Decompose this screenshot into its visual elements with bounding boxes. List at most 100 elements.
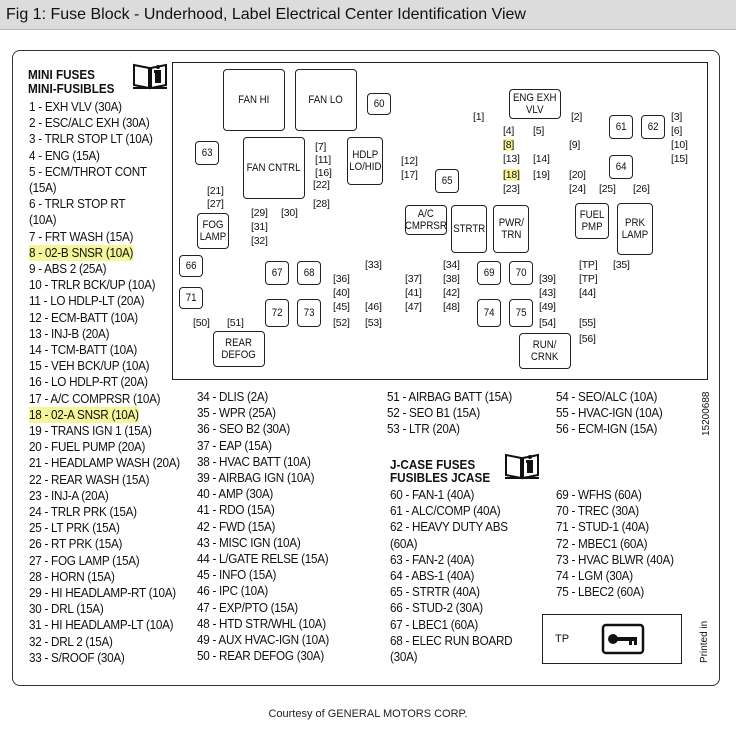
slot-number: 2 — [573, 111, 580, 123]
slot-bracket-left: [ — [579, 333, 582, 345]
slot-bracket-left: [ — [539, 273, 542, 285]
slot-number: 50 — [195, 317, 207, 329]
mini-fuse-slot-m55: [55] — [579, 317, 596, 329]
slot-number: 51 — [229, 317, 241, 329]
mini-fuse-slot-m5: [5] — [533, 125, 544, 137]
slot-number: 9 — [571, 139, 578, 151]
fuse-list-item: 27 - FOG LAMP (15A) — [29, 552, 140, 568]
fuse-61: 61 — [609, 115, 633, 139]
slot-bracket-left: [ — [539, 287, 542, 299]
slot-number: 18 — [505, 169, 517, 181]
eng-exh-vlv-relay: ENG EXH VLV — [509, 89, 561, 119]
fuse-list-item: 65 - STRTR (40A) — [390, 584, 480, 600]
slot-number: 26 — [635, 183, 647, 195]
fuse-list-item: 56 - ECM-IGN (15A) — [556, 421, 658, 437]
fuse-list-item: 21 - HEADLAMP WASH (20A) — [29, 455, 180, 471]
run-crnk-relay: RUN/ CRNK — [519, 333, 571, 369]
mini-fuse-slot-m52: [52] — [333, 317, 350, 329]
fuse-74: 74 — [477, 299, 501, 327]
slot-number: 46 — [367, 301, 379, 313]
slot-bracket-right: ] — [419, 273, 422, 285]
slot-bracket-left: [ — [251, 207, 254, 219]
mini-fuse-slot-m25: [25] — [599, 183, 616, 195]
fuse-list-item: 30 - DRL (15A) — [29, 601, 104, 617]
slot-bracket-left: [ — [533, 153, 536, 165]
slot-bracket-left: [ — [207, 198, 210, 210]
slot-number: 8 — [505, 139, 512, 151]
mini-fuse-slot-m44: [44] — [579, 287, 596, 299]
slot-bracket-right: ] — [553, 301, 556, 313]
fuse-64: 64 — [609, 155, 633, 179]
slot-bracket-right: ] — [265, 207, 268, 219]
fuse-list-item: 14 - TCM-BATT (10A) — [29, 342, 137, 357]
mini-fuse-slot-m26: [26] — [633, 183, 650, 195]
fuse-list-item: 16 - LO HDLP-RT (20A) — [29, 374, 148, 390]
slot-bracket-right: ] — [547, 153, 550, 165]
slot-number: 19 — [535, 169, 547, 181]
fuse-list-item: 75 - LBEC2 (60A) — [556, 584, 645, 600]
slot-bracket-right: ] — [419, 287, 422, 299]
slot-bracket-right: ] — [593, 317, 596, 329]
slot-bracket-left: [ — [671, 111, 674, 123]
slot-bracket-right: ] — [221, 198, 224, 210]
fuse-list-item: 50 - REAR DEFOG (30A) — [197, 648, 324, 664]
fuse-list-item: 70 - TREC (30A) — [556, 503, 639, 519]
fuse-list-item: 64 - ABS-1 (40A) — [390, 568, 475, 583]
slot-bracket-left: [ — [633, 183, 636, 195]
slot-bracket-right: ] — [457, 301, 460, 313]
manual-book-icon-jcase — [505, 453, 539, 480]
fuse-list-item: 60 - FAN-1 (40A) — [390, 487, 475, 502]
slot-bracket-right: ] — [379, 259, 382, 271]
mini-fuse-slot-m50: [50] — [193, 317, 210, 329]
slot-bracket-right: ] — [328, 154, 331, 166]
fuse-list-item: 10 - TRLR BCK/UP (10A) — [29, 277, 156, 293]
slot-bracket-right: ] — [517, 183, 520, 195]
slot-bracket-right: ] — [221, 185, 224, 197]
fuse-list-item: 1 - EXH VLV (30A) — [29, 99, 122, 114]
mini-fuse-slot-m4: [4] — [503, 125, 514, 137]
slot-bracket-right: ] — [553, 273, 556, 285]
mini-fuse-slot-m21: [21] — [207, 185, 224, 197]
slot-bracket-right: ] — [613, 183, 616, 195]
slot-number: TP — [581, 259, 595, 271]
slot-bracket-right: ] — [679, 111, 683, 123]
slot-bracket-right: ] — [517, 153, 520, 165]
mini-fuse-slot-m49: [49] — [539, 301, 556, 313]
fuse-71: 71 — [179, 287, 203, 309]
fuse-list-item: 37 - EAP (15A) — [197, 437, 272, 453]
mini-fuse-slot-m20: [20] — [569, 169, 586, 181]
figure-title: Fig 1: Fuse Block - Underhood, Label Ele… — [0, 0, 736, 30]
fuse-list-item: 11 - LO HDLP-LT (20A) — [29, 293, 145, 309]
slot-number: 17 — [403, 169, 415, 181]
mini-fuses-heading: MINI FUSES — [28, 67, 95, 82]
slot-number: 44 — [581, 287, 593, 299]
fuse-list-item: 42 - FWD (15A) — [197, 518, 276, 534]
slot-bracket-left: [ — [443, 259, 446, 271]
slot-bracket-left: [ — [443, 273, 446, 285]
mini-fuse-slot-m9: [9] — [569, 139, 580, 151]
fuse-list-item: 48 - HTD STR/WHL (10A) — [197, 615, 326, 631]
mini-fuse-slot-m15: [15] — [671, 153, 688, 165]
mini-fuse-slot-m33: [33] — [365, 259, 382, 271]
fuse-list-item: 52 - SEO B1 (15A) — [387, 405, 480, 421]
slot-bracket-right: ] — [419, 301, 422, 313]
slot-number: 33 — [367, 259, 379, 271]
fuse-list-item-highlighted: 18 - 02-A SNSR (10A) — [29, 406, 139, 423]
slot-bracket-left: [ — [671, 139, 674, 151]
slot-bracket-right: ] — [415, 169, 418, 181]
slot-bracket-left: [ — [365, 259, 368, 271]
mini-fuse-slot-m37: [37] — [405, 273, 422, 285]
slot-number: 14 — [535, 153, 547, 165]
fuse-list-item: 39 - AIRBAG IGN (10A) — [197, 470, 315, 485]
slot-bracket-right: ] — [241, 317, 244, 329]
slot-bracket-left: [ — [599, 183, 602, 195]
fuse-list-item: 5 - ECM/THROT CONT — [29, 163, 147, 179]
fuel-pmp-relay: FUEL PMP — [575, 203, 609, 239]
slot-number: 6 — [673, 125, 680, 137]
mini-fuse-slot-m3: [3] — [671, 111, 682, 123]
slot-number: 10 — [673, 139, 685, 151]
fuse-list-item: (15A) — [29, 180, 57, 195]
slot-bracket-left: [ — [227, 317, 230, 329]
mini-fuse-slot-m13: [13] — [503, 153, 520, 165]
fuse-62: 62 — [641, 115, 665, 139]
